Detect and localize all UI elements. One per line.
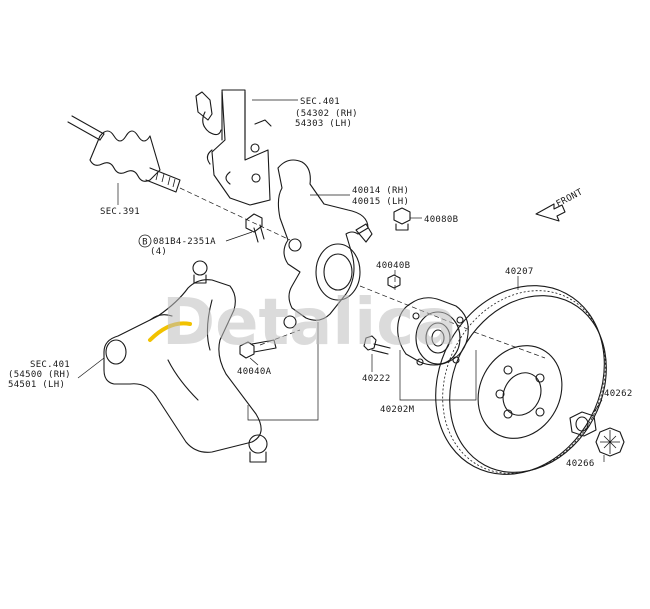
steering-knuckle — [277, 159, 373, 329]
part-labels: SEC.401 (54302 (RH) 54303 (LH) SEC.391 4… — [8, 97, 633, 469]
lower-control-arm — [77, 260, 268, 463]
hub-bearing — [397, 297, 469, 366]
drive-shaft — [67, 115, 181, 205]
label-sec391: SEC.391 — [100, 207, 140, 217]
hub-bolt-40222 — [363, 335, 391, 372]
label-bolt-b-qty: (4) — [150, 247, 167, 257]
label-knuckle-lh: 40015 (LH) — [352, 197, 409, 207]
watermark-text: Detalica — [162, 286, 457, 360]
label-bolt-40222: 40222 — [362, 374, 391, 384]
b-marker-letter: B — [142, 238, 148, 248]
strut-assembly — [195, 89, 298, 206]
label-knuckle-rh: 40014 (RH) — [352, 186, 409, 196]
label-strut-rh: (54302 (RH) — [295, 109, 358, 119]
hub-nut-40262 — [569, 399, 603, 437]
bolt-081b4 — [225, 213, 265, 243]
brake-rotor — [435, 276, 607, 475]
label-sec401-strut: SEC.401 — [300, 97, 340, 107]
watermark: Detalica — [148, 286, 457, 360]
label-arm-lh: 54501 (LH) — [8, 380, 65, 390]
label-cap-40266: 40266 — [566, 459, 595, 469]
label-sec401-arm: SEC.401 — [30, 360, 70, 370]
label-nut-40040b: 40040B — [376, 261, 410, 271]
label-nut-40080b: 40080B — [424, 215, 458, 225]
label-front: FRONT — [555, 187, 585, 209]
bolt-b-marker: B — [138, 234, 152, 248]
label-bolt-40040a: 40040A — [237, 367, 272, 377]
label-arm-rh: (54500 (RH) — [8, 370, 71, 380]
nut-40080b — [393, 207, 422, 231]
label-bolt-b-code: 081B4-2351A — [153, 237, 216, 247]
label-rotor-40207: 40207 — [505, 267, 534, 277]
assembly-bracket — [247, 322, 477, 421]
label-hub-40202m: 40202M — [380, 405, 415, 415]
nut-40040b — [387, 270, 401, 289]
cap-40266 — [595, 427, 625, 462]
front-direction-arrow — [535, 203, 566, 222]
label-strut-lh: 54303 (LH) — [295, 119, 352, 129]
bolt-40040a — [239, 339, 277, 366]
label-nut-40262: 40262 — [604, 389, 633, 399]
